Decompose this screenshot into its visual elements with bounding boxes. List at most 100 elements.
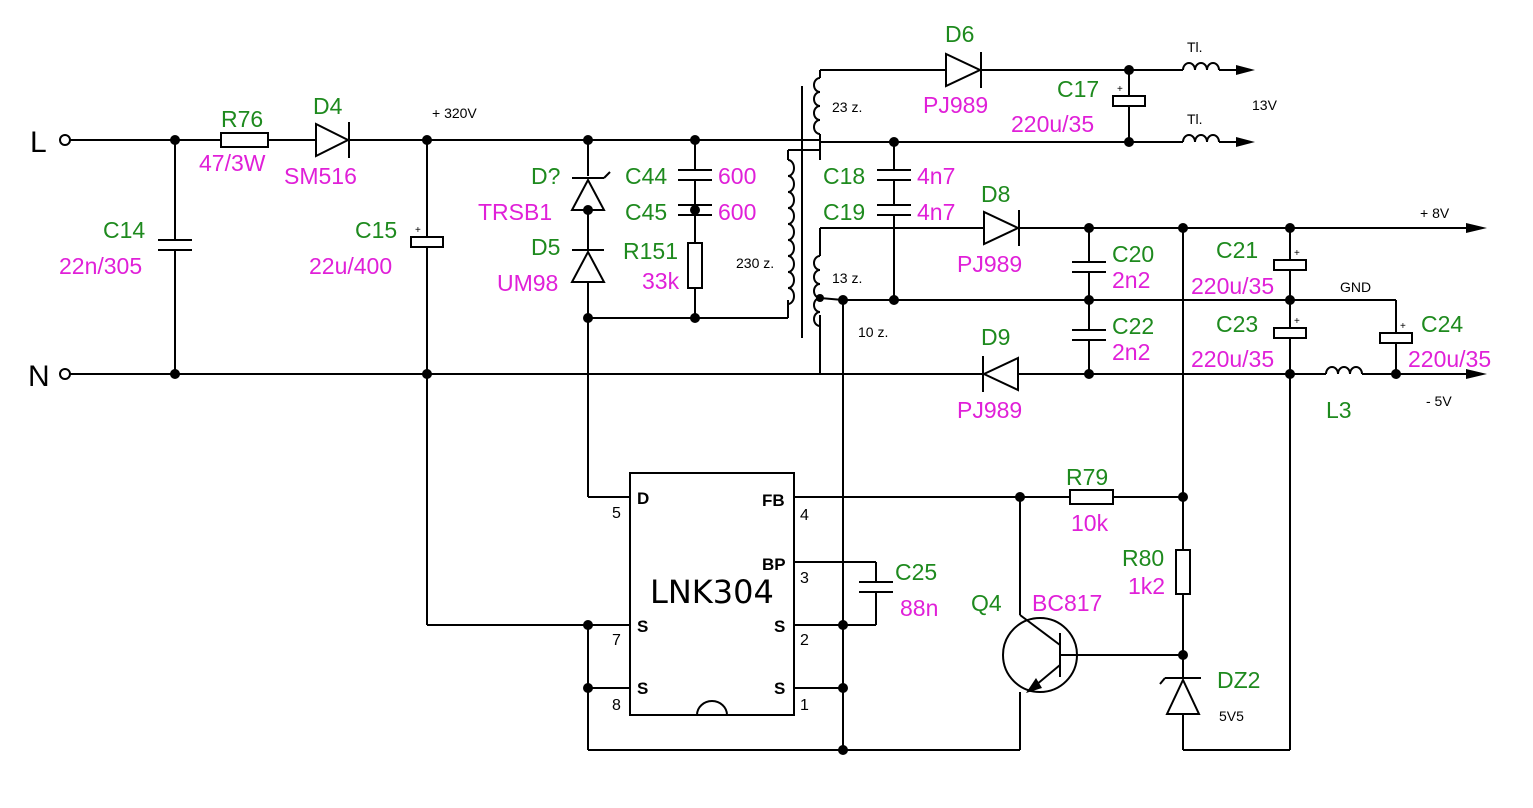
transistor-q4-collector bbox=[1019, 614, 1061, 646]
d8-ref: D8 bbox=[981, 181, 1010, 207]
junction bbox=[889, 137, 899, 147]
c17-ref: C17 bbox=[1057, 76, 1099, 102]
ic-pin-fb-label: FB bbox=[762, 491, 785, 510]
c45-ref: C45 bbox=[625, 199, 667, 225]
ic-pin-5-number: 5 bbox=[612, 505, 621, 522]
junction bbox=[583, 135, 593, 145]
ic-pin-s8-label: S bbox=[637, 679, 648, 698]
terminal-n-label: N bbox=[28, 360, 50, 393]
resistor-r80 bbox=[1175, 549, 1191, 595]
net-label-8v: + 8V bbox=[1420, 205, 1450, 221]
resistor-r151 bbox=[687, 242, 703, 289]
d8-value: PJ989 bbox=[957, 251, 1022, 277]
c45-value: 600 bbox=[718, 199, 756, 225]
zener-dz2-bar-tail bbox=[1159, 677, 1166, 685]
diode-d9 bbox=[981, 356, 1019, 392]
r151-ref: R151 bbox=[623, 238, 678, 264]
junction bbox=[1084, 223, 1094, 233]
c15-ref: C15 bbox=[355, 217, 397, 243]
d4-value: SM516 bbox=[284, 163, 357, 189]
zener-dz2 bbox=[1165, 677, 1201, 715]
d5-value: UM98 bbox=[497, 270, 558, 296]
transformer-secondary-neg5v bbox=[813, 297, 821, 327]
r79-ref: R79 bbox=[1066, 464, 1108, 490]
diode-d8 bbox=[983, 210, 1021, 246]
input-section: L N + bbox=[28, 122, 821, 626]
junction bbox=[422, 135, 432, 145]
junction bbox=[838, 683, 848, 693]
c18-ref: C18 bbox=[823, 163, 865, 189]
q4-value: BC817 bbox=[1032, 590, 1102, 616]
r80-ref: R80 bbox=[1122, 545, 1164, 571]
capacitor-c21 bbox=[1273, 259, 1307, 271]
c17-value: 220u/35 bbox=[1011, 111, 1094, 137]
junction bbox=[1124, 65, 1134, 75]
r76-ref: R76 bbox=[221, 106, 263, 132]
c14-ref: C14 bbox=[103, 217, 145, 243]
junction bbox=[838, 745, 848, 755]
d6-ref: D6 bbox=[945, 21, 974, 47]
ic-lnk304-body bbox=[629, 472, 795, 716]
junction bbox=[1285, 369, 1295, 379]
c20-value: 2n2 bbox=[1112, 267, 1150, 293]
capacitor-c21-polarity: + bbox=[1294, 248, 1300, 259]
c21-value: 220u/35 bbox=[1191, 273, 1274, 299]
net-label-neg5v: - 5V bbox=[1426, 393, 1452, 409]
c23-ref: C23 bbox=[1216, 311, 1258, 337]
c18-value: 4n7 bbox=[917, 163, 955, 189]
net-label-320v: + 320V bbox=[432, 105, 477, 121]
ic-pin-bp-label: BP bbox=[762, 555, 786, 574]
d9-value: PJ989 bbox=[957, 397, 1022, 423]
c23-value: 220u/35 bbox=[1191, 346, 1274, 372]
ic-pin-7-number: 7 bbox=[612, 632, 621, 649]
transformer-secondary-13v bbox=[813, 77, 821, 135]
choke-tl-top-label: Tl. bbox=[1187, 39, 1203, 55]
junction bbox=[1178, 492, 1188, 502]
y-capacitors bbox=[877, 137, 911, 305]
capacitor-c15-polarity: + bbox=[415, 225, 421, 236]
output-13v: + Tl. Tl. 13V bbox=[945, 39, 1278, 147]
net-label-gnd: GND bbox=[1340, 279, 1371, 295]
junction bbox=[690, 313, 700, 323]
c14-value: 22n/305 bbox=[59, 253, 142, 279]
l3-ref: L3 bbox=[1326, 397, 1352, 423]
junction bbox=[690, 205, 700, 215]
arrow-neg5v bbox=[1466, 369, 1487, 379]
r76-value: 47/3W bbox=[199, 150, 266, 176]
choke-tl-top bbox=[1182, 62, 1220, 71]
component-labels: + 320V 230 z. 23 z. 13 z. 10 z. R76 47/3… bbox=[59, 21, 1491, 724]
snubber-section bbox=[570, 135, 789, 498]
q4-ref: Q4 bbox=[971, 590, 1002, 616]
c44-value: 600 bbox=[718, 163, 756, 189]
diode-d4 bbox=[315, 122, 351, 158]
dq-ref: D? bbox=[531, 163, 560, 189]
junction bbox=[1391, 369, 1401, 379]
ic-lnk304-notch bbox=[696, 700, 728, 716]
c15-value: 22u/400 bbox=[309, 253, 392, 279]
capacitor-c15 bbox=[410, 236, 444, 248]
arrow-13v-top bbox=[1236, 65, 1255, 75]
inductor-l3 bbox=[1325, 366, 1363, 375]
c24-ref: C24 bbox=[1421, 311, 1463, 337]
junction bbox=[170, 135, 180, 145]
c25-ref: C25 bbox=[895, 559, 937, 585]
c24-value: 220u/35 bbox=[1408, 346, 1491, 372]
junction bbox=[583, 313, 593, 323]
ic-lnk304-name: LNK304 bbox=[650, 573, 774, 611]
junction bbox=[1285, 295, 1295, 305]
ic-pin-s2-label: S bbox=[774, 617, 785, 636]
ic-pin-2-number: 2 bbox=[800, 632, 809, 649]
junction bbox=[1285, 223, 1295, 233]
transformer-neg5v-label: 10 z. bbox=[858, 324, 888, 340]
d6-value: PJ989 bbox=[923, 92, 988, 118]
ic-pin-4-number: 4 bbox=[800, 507, 809, 524]
capacitor-c24-polarity: + bbox=[1400, 321, 1406, 332]
c19-value: 4n7 bbox=[917, 199, 955, 225]
junction bbox=[583, 683, 593, 693]
resistor-r76 bbox=[220, 132, 269, 148]
ic-pin-3-number: 3 bbox=[800, 570, 809, 587]
ic-pin-8-number: 8 bbox=[612, 697, 621, 714]
junction bbox=[583, 620, 593, 630]
diode-d6 bbox=[945, 52, 983, 88]
